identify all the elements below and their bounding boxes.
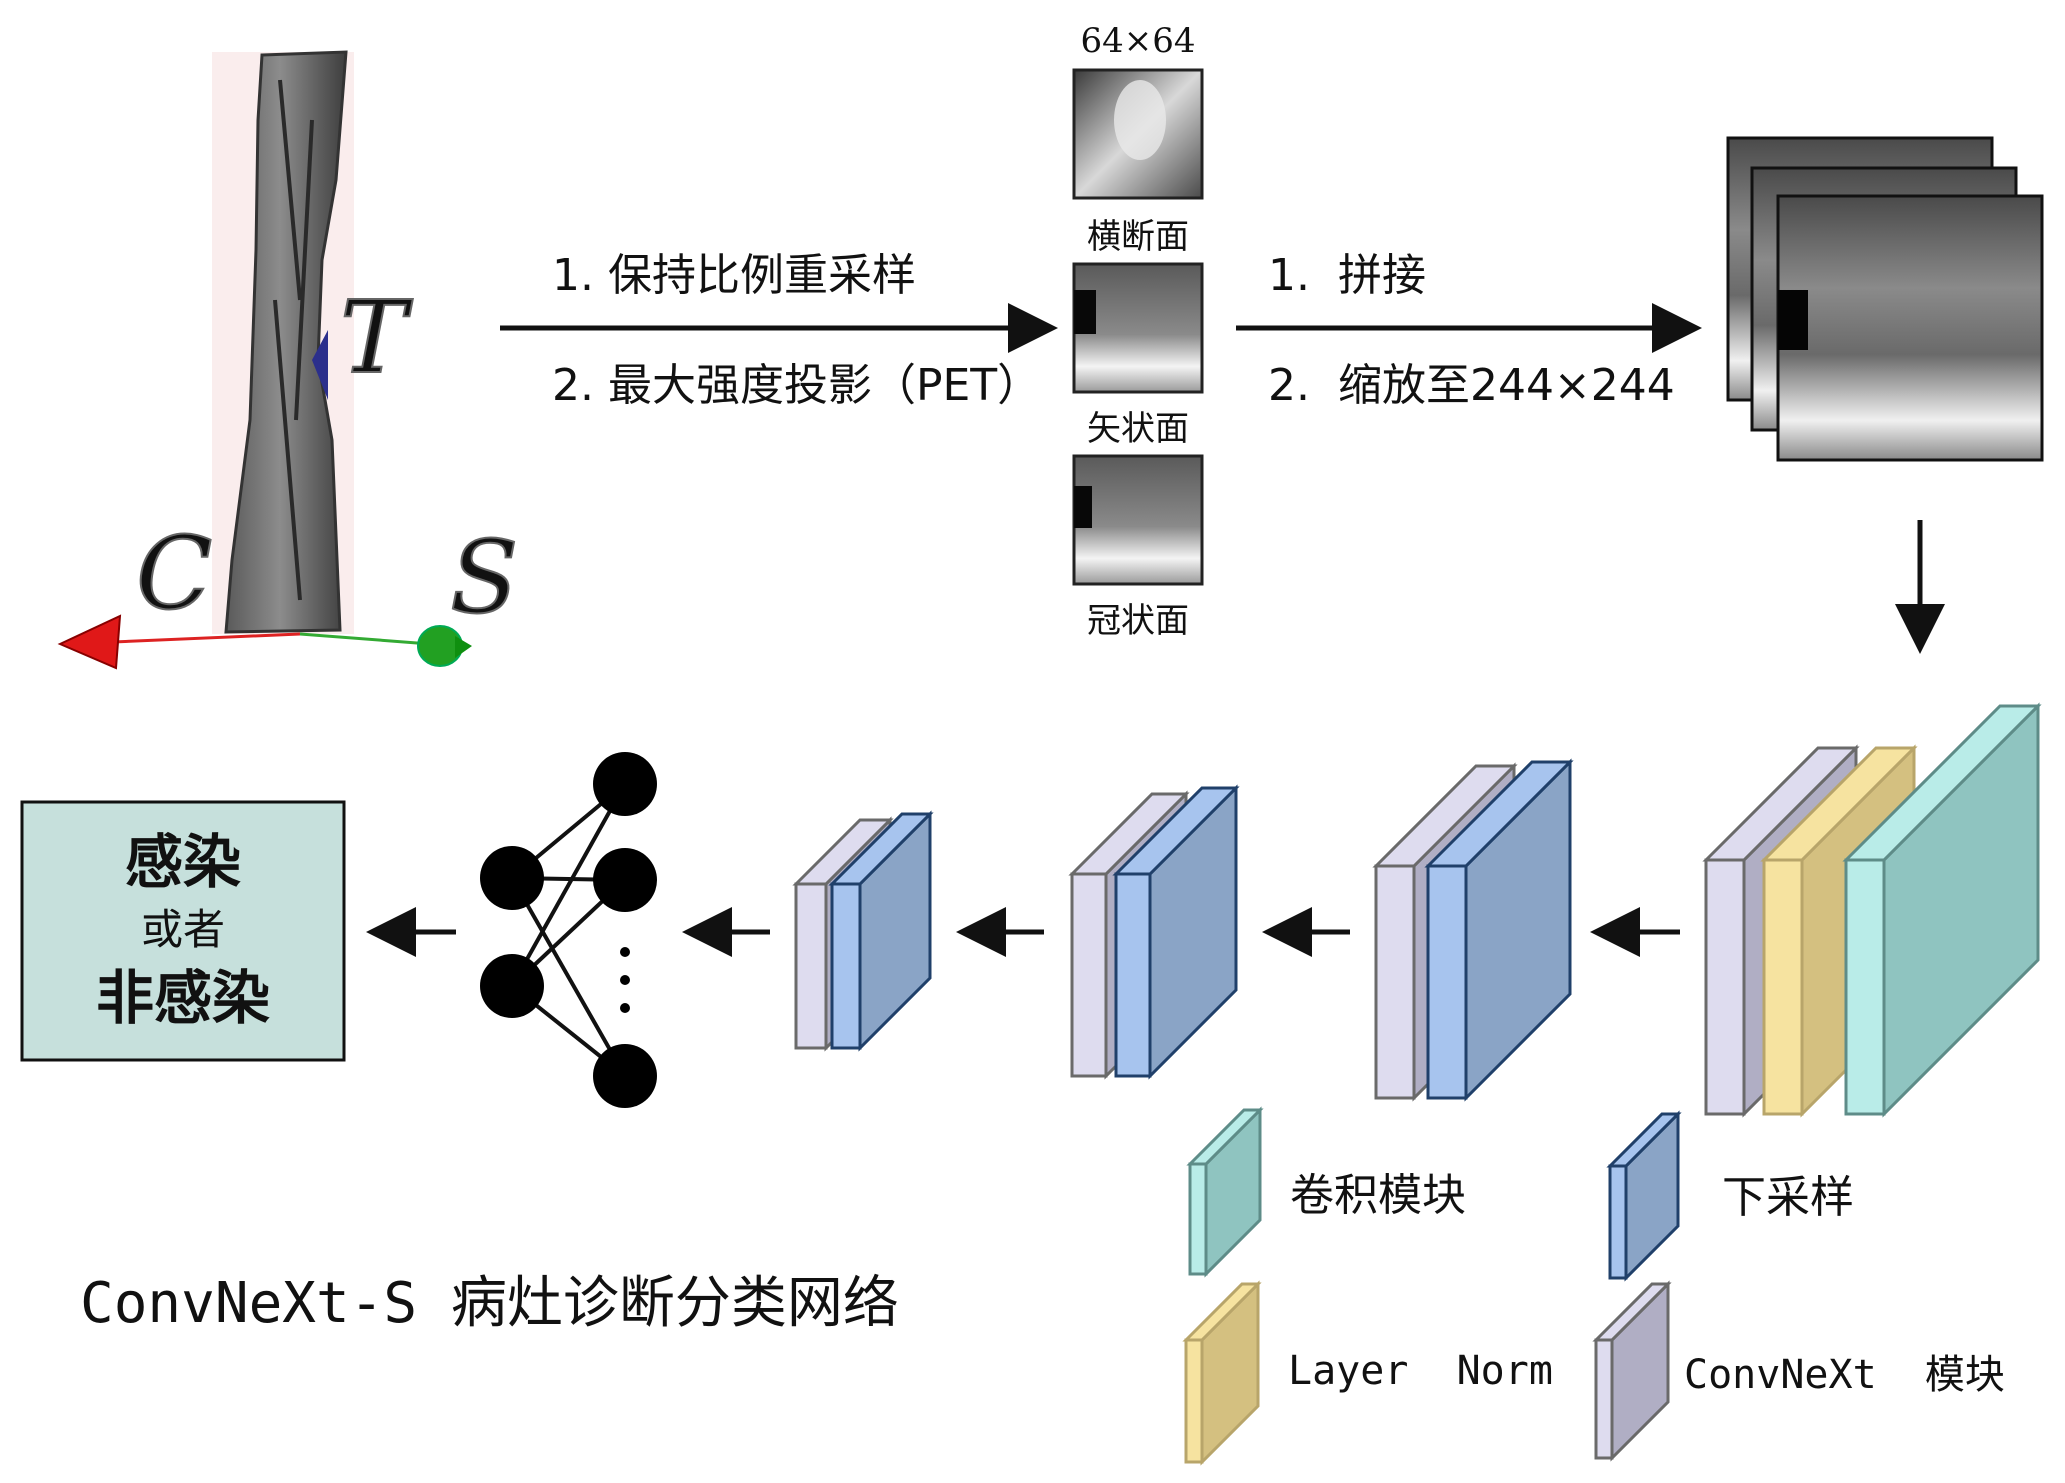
legend-convnext-icon <box>1592 1280 1672 1462</box>
stage1-downsample-block <box>1424 758 1574 1102</box>
network-blocks <box>792 702 2042 1118</box>
bone-volume-render <box>212 50 354 634</box>
ellipsis-dot <box>620 975 630 985</box>
projection-label-axial: 横断面 <box>1087 217 1189 257</box>
fc-node <box>480 954 544 1018</box>
output-or: 或者 <box>141 905 225 954</box>
stem-conv-block <box>1842 702 2042 1118</box>
stacked-input-images <box>1726 136 2044 462</box>
axis-label-t: T <box>340 279 413 396</box>
legend-downsample-icon <box>1606 1110 1682 1282</box>
legend-label-layer-norm: Layer Norm <box>1288 1348 1553 1394</box>
output-infected: 感染 <box>125 828 241 896</box>
projection-sagittal-image <box>1072 262 1204 394</box>
legend-conv-icon <box>1186 1106 1264 1278</box>
volume-axes: T C S <box>57 278 520 670</box>
stage3-downsample-block <box>828 810 934 1052</box>
fc-node <box>593 1044 657 1108</box>
legend-layer-norm-icon <box>1182 1280 1262 1466</box>
stage2-downsample-block <box>1112 784 1240 1080</box>
projection-coronal-image <box>1072 454 1204 586</box>
legend-label-convnext: ConvNeXt 模块 <box>1684 1352 2005 1398</box>
preprocess-step-a-2: 2. 最大强度投影（PET） <box>552 360 1041 411</box>
axis-label-s: S <box>450 519 519 636</box>
projection-label-coronal: 冠状面 <box>1087 601 1189 641</box>
legend-label-conv: 卷积模块 <box>1290 1170 1466 1221</box>
projection-axial-image <box>1072 68 1204 200</box>
preprocess-step-b-1: 1. 拼接 <box>1268 250 1426 301</box>
network-title: ConvNeXt-S 病灶诊断分类网络 <box>80 1271 899 1336</box>
ellipsis-dot <box>620 1003 630 1013</box>
legend-label-downsample: 下采样 <box>1722 1172 1854 1223</box>
ellipsis-dot <box>620 947 630 957</box>
output-box <box>20 800 346 1062</box>
fc-node <box>593 752 657 816</box>
projection-label-sagittal: 矢状面 <box>1087 409 1189 449</box>
fc-node <box>480 846 544 910</box>
output-non-infected: 非感染 <box>96 964 270 1032</box>
fc-node <box>593 848 657 912</box>
fully-connected-layer <box>480 752 657 1108</box>
projection-size-label: 64×64 <box>1080 21 1195 61</box>
preprocess-step-b-2: 2. 缩放至244×244 <box>1268 360 1675 411</box>
preprocess-step-a-1: 1. 保持比例重采样 <box>552 250 916 301</box>
legend: 卷积模块 下采样 Layer Norm ConvNeXt 模块 <box>1182 1106 2005 1466</box>
axis-label-c: C <box>136 515 213 632</box>
